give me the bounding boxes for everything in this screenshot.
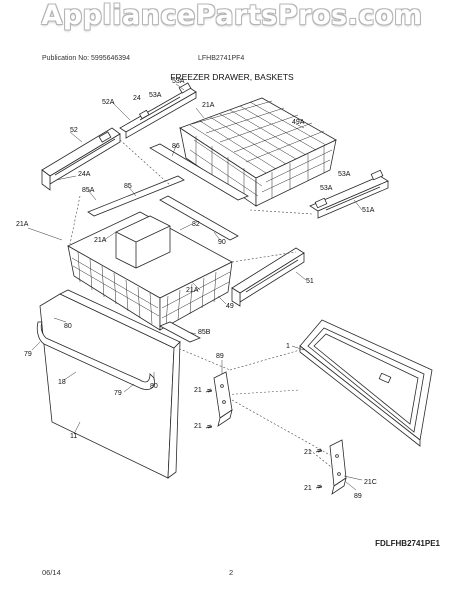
callout-80-low: 80: [150, 383, 158, 390]
screws-21: [205, 388, 323, 489]
rail-51: [231, 247, 305, 307]
lower-basket-49: [67, 211, 233, 331]
bracket-89-lower: [329, 439, 347, 495]
callout-89-low: 89: [354, 493, 362, 500]
callout-21a-top: 21A: [202, 102, 215, 109]
callout-51: 51: [306, 278, 314, 285]
callout-79-mid: 79: [114, 390, 122, 397]
callout-49a: 49A: [292, 119, 305, 126]
callout-21c: 21C: [364, 479, 377, 486]
callout-82: 82: [192, 221, 200, 228]
callout-89-top: 89: [216, 353, 224, 360]
callout-21a-left: 21A: [16, 221, 29, 228]
callout-53a-top: 53A: [172, 78, 185, 85]
rail-85b: [159, 321, 201, 343]
drawer-front-11: [36, 289, 181, 479]
callout-52a: 52A: [102, 99, 115, 106]
rail-52: [41, 127, 121, 191]
callout-11: 11: [70, 433, 77, 440]
bracket-89-upper: [213, 371, 233, 427]
divider-90: [159, 195, 239, 241]
upper-basket-49a: [179, 97, 337, 207]
leader-lines: [27, 83, 363, 491]
callout-79-left: 79: [24, 351, 32, 358]
callout-53a-mid: 53A: [149, 92, 162, 99]
callout-21-lower-1: 21: [304, 449, 312, 456]
callout-85b: 85B: [198, 329, 211, 336]
bar-86: [149, 143, 249, 201]
callout-90: 90: [218, 239, 226, 246]
callout-21a-mid: 21A: [94, 237, 107, 244]
callout-80-top: 80: [64, 323, 72, 330]
callout-51a: 51A: [362, 207, 375, 214]
callout-labels: 53A 52A 24 53A 21A 49A 52 86 24A 85A 85 …: [16, 78, 377, 500]
callout-49: 49: [226, 303, 234, 310]
rail-52a: [119, 82, 197, 139]
callout-21-upper-2: 21: [194, 423, 202, 430]
alignment-lines: [69, 139, 336, 471]
callout-21-lower-2: 21: [304, 485, 312, 492]
door-gasket-1: [299, 319, 433, 447]
callout-53a-right-1: 53A: [338, 171, 351, 178]
callout-21-upper-1: 21: [194, 387, 202, 394]
callout-1: 1: [286, 343, 290, 350]
callout-24a: 24A: [78, 171, 91, 178]
callout-86: 86: [172, 143, 180, 150]
callout-18: 18: [58, 379, 66, 386]
footer-date: 06/14: [42, 568, 61, 577]
publication-number: Publication No: 5995646394: [42, 55, 130, 62]
page-title: FREEZER DRAWER, BASKETS: [170, 72, 294, 82]
diagram-code: FDLFHB2741PE1: [375, 539, 440, 548]
footer-page-number: 2: [229, 568, 234, 577]
rail-51a: [309, 169, 389, 219]
callout-85: 85: [124, 183, 132, 190]
watermark: AppliancePartsPros.com: [41, 0, 423, 31]
callout-21a-low: 21A: [186, 287, 199, 294]
callout-53a-right-2: 53A: [320, 185, 333, 192]
callout-24: 24: [133, 95, 141, 102]
callout-85a: 85A: [82, 187, 95, 194]
model-number: LFHB2741PF4: [198, 55, 245, 62]
callout-52: 52: [70, 127, 78, 134]
